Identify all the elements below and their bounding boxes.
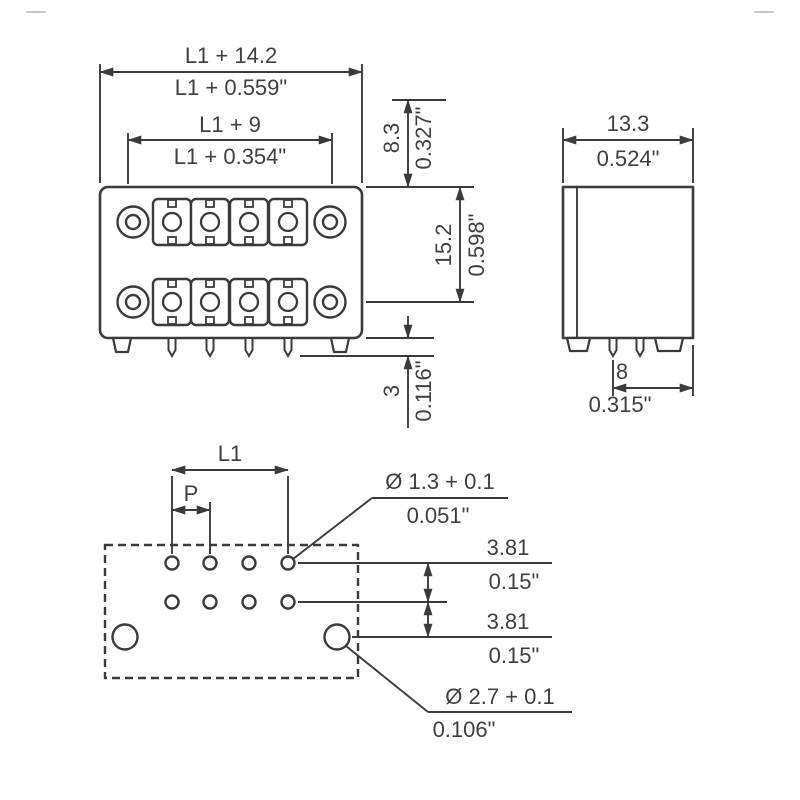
terminal [228,277,270,327]
terminal [228,197,270,247]
mounting-foot [653,336,685,353]
dim-small-hole-inch: 0.051" [407,503,470,528]
solder-pin [283,337,293,357]
solder-pin [205,337,215,357]
terminal [151,197,193,247]
dim-body-height-inch: 0.598" [464,214,489,277]
drill-hole-small [241,594,257,610]
dim-row-spacing-bottom-inch: 0.15" [489,643,540,668]
dim-inner-width-mm: L1 + 9 [199,112,261,137]
terminal [267,197,309,247]
front-view: L1 + 14.2 L1 + 0.559" L1 + 9 L1 + 0.354"… [98,43,489,428]
mounting-hole [313,205,347,239]
mounting-hole [116,285,150,319]
dim-outer-width-mm: L1 + 14.2 [185,43,277,68]
solder-pin [608,337,618,357]
drill-hole-small [202,555,218,571]
dim-small-hole-mm: Ø 1.3 + 0.1 [385,469,494,494]
dim-pin-spacing-inch: 0.315" [589,392,652,417]
drill-hole-small [164,594,180,610]
mounting-foot [565,336,592,353]
terminal [151,277,193,327]
dim-row-spacing-bottom-mm: 3.81 [487,609,530,634]
dim-pin-length-inch: 0.116" [411,360,436,421]
dim-top-height-mm: 8.3 [379,123,404,154]
drill-hole-small [241,555,257,571]
drill-hole-large [111,623,139,651]
mounting-foot [329,336,351,354]
dim-pin-length-mm: 3 [379,385,404,397]
dim-body-height-mm: 15.2 [431,224,456,267]
mounting-hole [116,205,150,239]
solder-pin [635,337,645,357]
dim-top-height-inch: 0.327" [411,107,436,170]
dim-row-spacing-top-mm: 3.81 [487,535,530,560]
dim-depth-mm: 13.3 [607,111,650,136]
drill-hole-small [202,594,218,610]
solder-pin [167,337,177,357]
dim-length-label: L1 [218,441,242,466]
mounting-hole [313,285,347,319]
side-body-outline [561,185,695,340]
drilling-plan: L1 P Ø 1.3 + 0.1 0.051" 3.81 0.15" 3.81 … [103,441,572,742]
side-view: 13.3 0.524" 8 0.315" [561,111,695,417]
terminal [189,277,231,327]
drill-hole-small [164,555,180,571]
solder-pin [244,337,254,357]
dim-large-hole-inch: 0.106" [433,717,496,742]
drill-hole-small [280,555,296,571]
dim-pin-spacing-mm: 8 [616,359,628,384]
dim-pitch-label: P [184,481,199,506]
dim-inner-width-inch: L1 + 0.354" [174,144,286,169]
dim-row-spacing-top-inch: 0.15" [489,569,540,594]
dim-outer-width-inch: L1 + 0.559" [175,75,287,100]
leader-line [292,497,373,560]
terminal [189,197,231,247]
dim-large-hole-mm: Ø 2.7 + 0.1 [445,684,554,709]
pcb-outline-dashed [103,543,360,680]
mounting-foot [111,336,133,354]
drill-hole-small [280,594,296,610]
drill-hole-large [323,623,351,651]
leader-line [345,645,429,713]
terminal [267,277,309,327]
dim-depth-inch: 0.524" [597,146,660,171]
